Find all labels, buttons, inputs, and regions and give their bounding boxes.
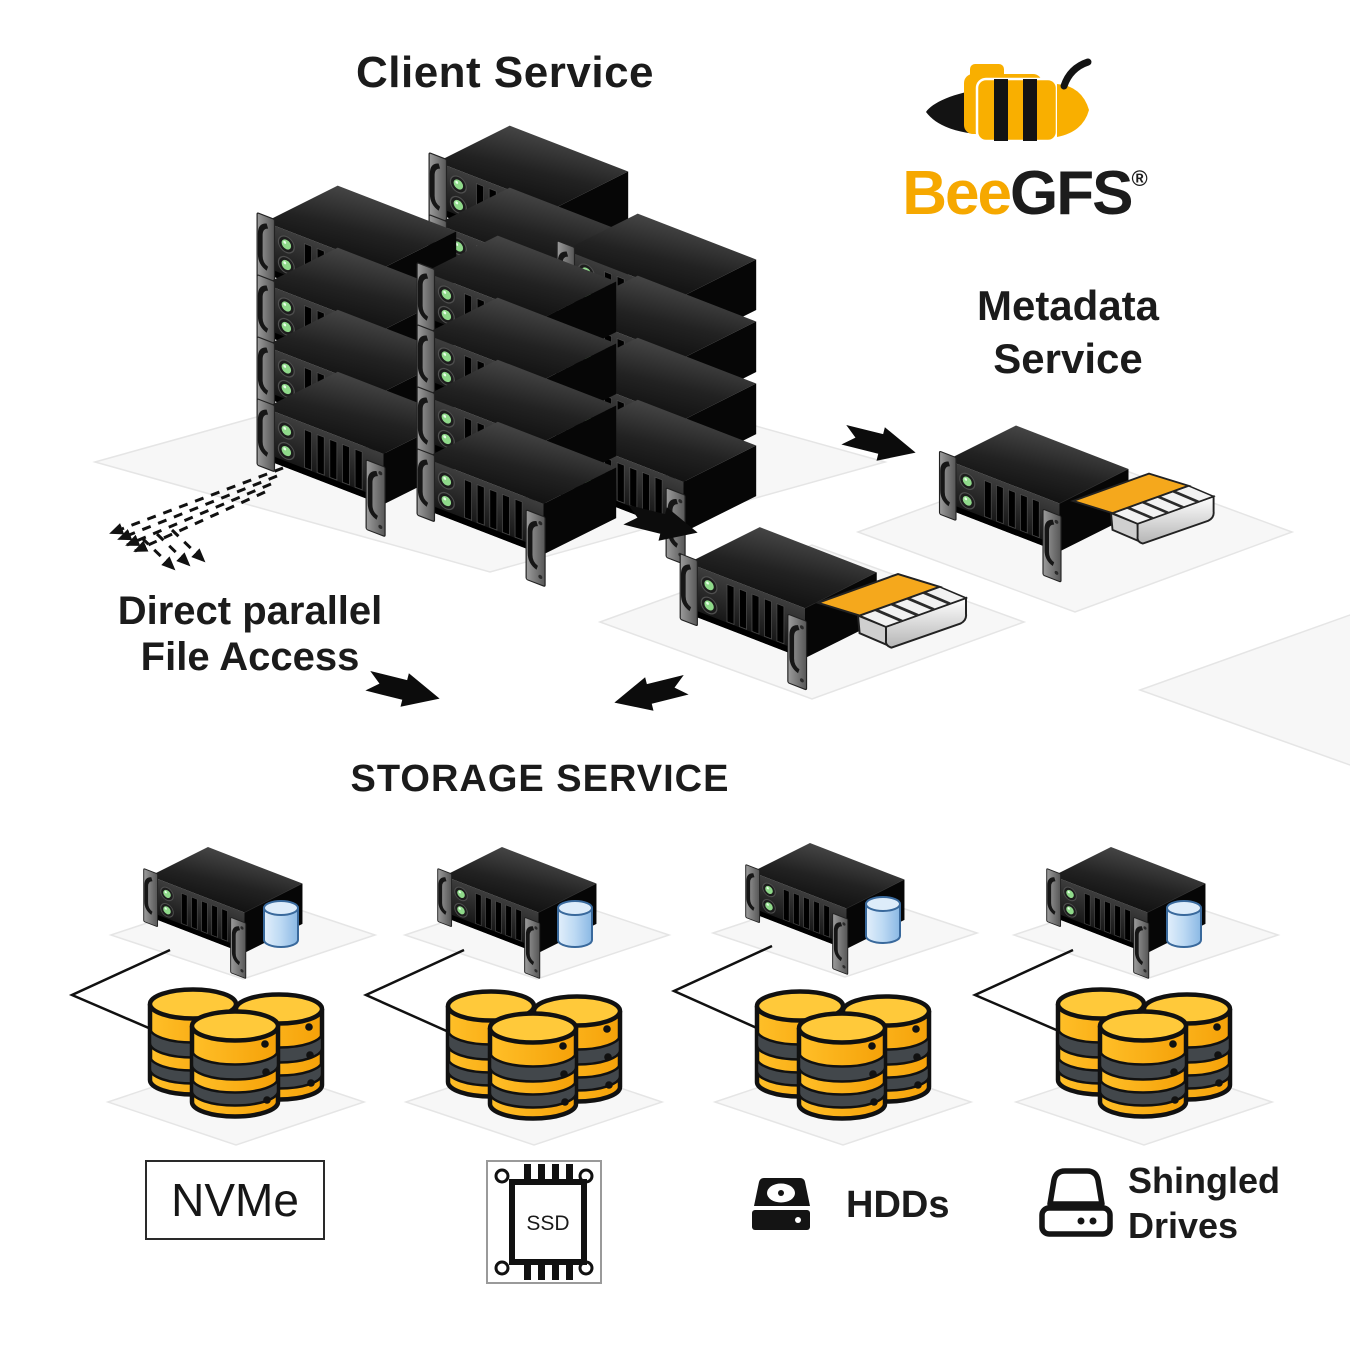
connector-line xyxy=(362,948,465,1039)
metadata-service-title: Metadata Service xyxy=(976,282,1160,382)
database-cylinder-icon xyxy=(263,900,299,948)
hdd-icon xyxy=(752,1178,810,1230)
brand-bee: Bee xyxy=(902,159,1012,228)
brand-gfs: GFS xyxy=(1010,159,1133,228)
floor-tile xyxy=(1137,614,1350,766)
connector-line xyxy=(971,948,1074,1037)
storage-service-title: STORAGE SERVICE xyxy=(350,758,730,800)
connector-line xyxy=(68,948,171,1037)
ssd-chip-icon: SSD xyxy=(486,1160,602,1284)
storage-node-1 xyxy=(141,845,322,1116)
storage-node-2 xyxy=(435,845,620,1118)
database-cylinder-icon xyxy=(1166,900,1202,948)
hdds-label: HDDs xyxy=(846,1184,950,1226)
shingled-drives-label: Shingled Drives xyxy=(1128,1160,1280,1246)
connector-line xyxy=(670,944,773,1035)
registered-mark: ® xyxy=(1131,166,1148,191)
nvme-legend-box: NVMe xyxy=(145,1160,325,1240)
shingled-drive-icon xyxy=(1039,1168,1113,1237)
database-cylinder-icon xyxy=(865,896,901,944)
arrow-to-storage-right xyxy=(610,668,691,720)
storage-node-3 xyxy=(743,841,929,1118)
client-service-title: Client Service xyxy=(355,48,655,97)
direct-parallel-access-label: Direct parallel File Access xyxy=(117,589,383,679)
storage-node-4 xyxy=(1044,845,1230,1116)
beegfs-bee-icon xyxy=(926,58,1092,143)
database-cylinder-icon xyxy=(557,900,593,948)
parallel-access-arrows xyxy=(109,466,284,571)
beegfs-logo-text: BeeGFS® xyxy=(880,158,1170,229)
storage-connectors xyxy=(68,944,1074,1039)
ssd-chip-label: SSD xyxy=(526,1212,569,1235)
nvme-label: NVMe xyxy=(171,1174,299,1226)
